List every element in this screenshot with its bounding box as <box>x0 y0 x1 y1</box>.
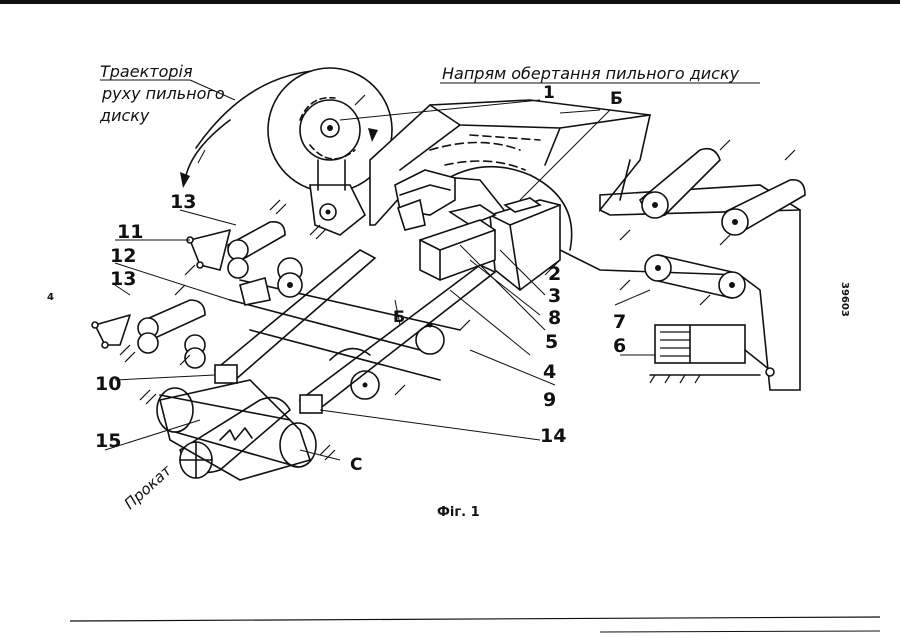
callout-c: С <box>350 455 362 475</box>
callout-13-top: 13 <box>170 191 196 213</box>
callout-14: 14 <box>540 425 566 447</box>
callout-15: 15 <box>95 430 121 452</box>
callout-11: 11 <box>117 221 143 243</box>
callout-6: 6 <box>613 335 626 357</box>
stock-bar <box>157 380 316 480</box>
callout-7: 7 <box>613 311 626 333</box>
callout-b-mid: Б <box>393 307 405 326</box>
callout-1: 1 <box>543 83 555 103</box>
callout-9: 9 <box>543 389 556 411</box>
side-code: 39603 <box>839 282 850 317</box>
callout-12: 12 <box>110 245 136 267</box>
stock-label: Прокат <box>121 461 176 513</box>
callout-13-bottom: 13 <box>110 268 136 290</box>
page-mark: 4 <box>47 292 54 303</box>
callout-4: 4 <box>543 361 556 383</box>
trajectory-label-line3: диску <box>99 106 150 125</box>
bottom-rule-2 <box>600 631 880 632</box>
trajectory-label-line1: Траекторія <box>100 62 193 81</box>
callout-3: 3 <box>548 285 561 307</box>
callout-2: 2 <box>548 263 561 285</box>
callout-8: 8 <box>548 307 561 329</box>
figure-caption: Фіг. 1 <box>437 505 480 520</box>
callout-5: 5 <box>545 331 558 353</box>
callout-10: 10 <box>95 373 121 395</box>
callout-b-top: Б <box>610 89 623 109</box>
hydraulic-cylinder <box>650 325 774 383</box>
bottom-rule <box>70 617 880 621</box>
rotation-direction-label: Напрям обертання пильного диску <box>442 64 740 83</box>
trajectory-label-line2: руху пильного <box>101 84 225 103</box>
